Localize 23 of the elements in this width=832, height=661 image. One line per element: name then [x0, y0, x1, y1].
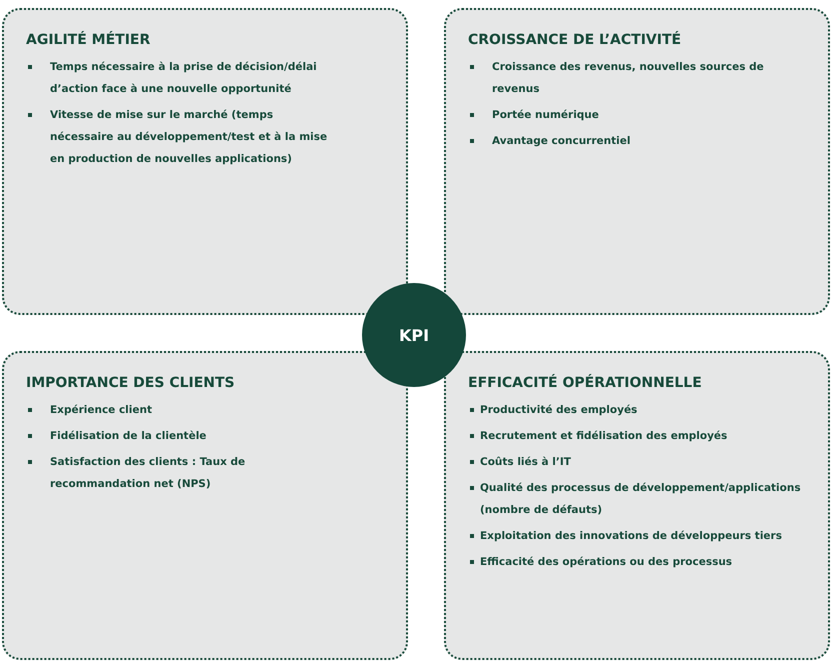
panel-heading: IMPORTANCE DES CLIENTS [26, 375, 236, 391]
category-panel [2, 8, 408, 315]
category-panel [444, 351, 830, 660]
bullet-item: Exploitation des innovations de développeurs tiers [480, 529, 783, 544]
bullet-item: Productivité des employés [480, 403, 638, 418]
panel-heading: CROISSANCE DE L’ACTIVITÉ [468, 32, 682, 48]
bullet-item: Temps nécessaire à la prise de décision/délai d’action face à une nouvelle opportunité [50, 60, 318, 97]
bullet-item: Portée numérique [492, 108, 600, 123]
bullet-item: Expérience client [50, 403, 153, 418]
bullet-item: Avantage concurrentiel [492, 134, 632, 149]
bullet-item: Vitesse de mise sur le marché (temps nécessaire au développement/test et à la mise en production de nouvelles applications) [50, 108, 328, 167]
bullet-item: Recrutement et fidélisation des employés [480, 429, 728, 444]
bullet-item: Coûts liés à l’IT [480, 455, 572, 470]
panel-heading: EFFICACITÉ OPÉRATIONNELLE [468, 375, 703, 391]
panel-heading: AGILITÉ MÉTIER [26, 32, 152, 48]
bullet-item: Qualité des processus de développement/applications (nombre de défauts) [480, 481, 802, 518]
bullet-item: Efficacité des opérations ou des processus [480, 555, 734, 570]
bullet-item: Fidélisation de la clientèle [50, 429, 208, 444]
category-panel [444, 8, 830, 315]
bullet-item: Satisfaction des clients : Taux de recommandation net (NPS) [50, 455, 246, 492]
category-panel [2, 351, 408, 660]
bullet-item: Croissance des revenus, nouvelles sources de revenus [492, 60, 765, 97]
kpi-label: KPI [398, 326, 430, 344]
